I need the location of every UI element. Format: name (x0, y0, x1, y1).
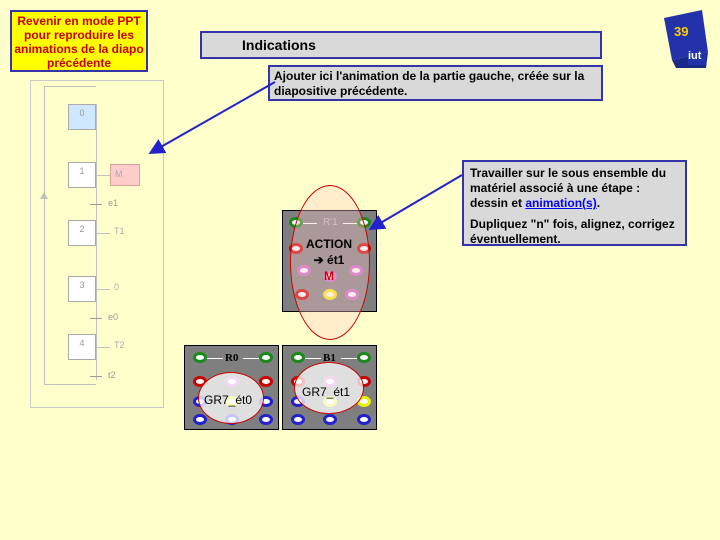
logo-text: iut (688, 50, 702, 62)
blue-pin-icon (193, 414, 207, 425)
animation-link[interactable]: animation(s) (525, 196, 597, 210)
step-2: 2 (68, 220, 96, 246)
transition-e0: e0 (108, 312, 119, 322)
r0-label: R0 (225, 352, 239, 364)
grafcet-diagram (30, 80, 164, 408)
action-link-4 (96, 347, 110, 348)
dupliquez-text: Dupliquez "n" fois, alignez, corrigez év… (470, 217, 675, 246)
indications-box: Indications (200, 31, 602, 59)
b1-label: B1 (323, 352, 336, 364)
animation-note: Ajouter ici l'animation de la partie gau… (268, 65, 603, 101)
transition-e1: e1 (108, 198, 119, 208)
step-3: 3 (68, 276, 96, 302)
caption-oval-left (198, 372, 264, 424)
caption-oval-right (294, 362, 364, 414)
arrow-to-panel (368, 174, 463, 231)
step-4: 4 (68, 334, 96, 360)
wire (243, 358, 259, 359)
green-pin-icon (357, 352, 371, 363)
wire (341, 358, 357, 359)
blue-pin-icon (291, 414, 305, 425)
action-link-1 (96, 175, 110, 176)
highlight-oval (290, 185, 370, 340)
green-pin-icon (193, 352, 207, 363)
action-0: 0 (114, 282, 120, 292)
transition-bar (90, 318, 102, 319)
caption-gr7-et1: GR7_ét1 (302, 385, 351, 399)
loop-arrow-icon (40, 192, 48, 199)
action-m: M (110, 164, 140, 186)
red-pin-icon (259, 376, 273, 387)
revenir-note: Revenir en mode PPT pour reproduire les … (10, 10, 148, 72)
blue-pin-icon (323, 414, 337, 425)
slide-number: 39 (674, 24, 689, 39)
grafcet-loop-bottom (44, 384, 96, 385)
caption-gr7-et0: GR7_ét0 (204, 393, 253, 407)
step-1: 1 (68, 162, 96, 188)
wire (207, 358, 223, 359)
travail-text: Travailler sur le sous ensemble du matér… (470, 166, 667, 210)
green-pin-icon (291, 352, 305, 363)
step-0: 0 (68, 104, 96, 130)
transition-t2: t2 (108, 370, 116, 380)
arrow-to-grafcet (148, 81, 276, 154)
action-label: ACTION ➔ ét1 M (306, 237, 352, 283)
action-link-2 (96, 233, 110, 234)
action-link-3 (96, 289, 110, 290)
iut-logo-icon: 39 iut (662, 8, 710, 70)
green-pin-icon (259, 352, 273, 363)
travail-text-end: . (596, 196, 601, 210)
transition-bar (90, 376, 102, 377)
grafcet-loop (44, 86, 45, 384)
wire (305, 358, 321, 359)
travail-note: Travailler sur le sous ensemble du matér… (462, 160, 687, 246)
transition-bar (90, 204, 102, 205)
grafcet-loop-top (44, 86, 96, 87)
blue-pin-icon (357, 414, 371, 425)
grafcet-line (96, 104, 97, 380)
action-t2: T2 (114, 340, 125, 350)
blue-pin-icon (259, 414, 273, 425)
action-t1: T1 (114, 226, 125, 236)
